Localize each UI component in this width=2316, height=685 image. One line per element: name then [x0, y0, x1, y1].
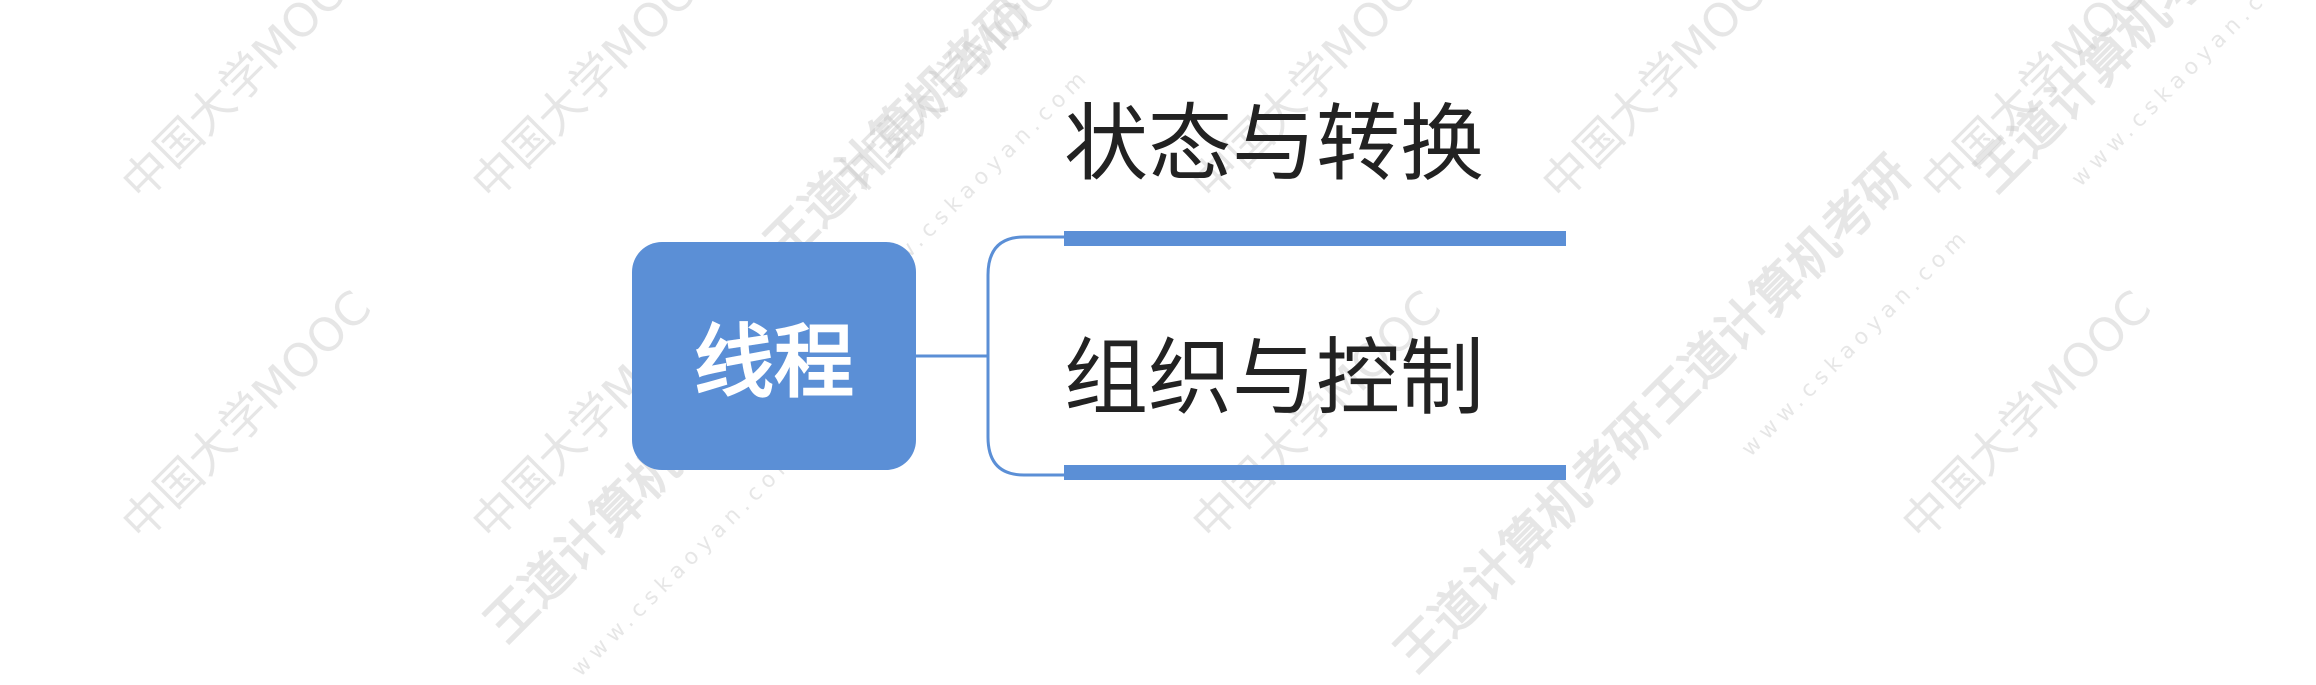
branch-node-organization-control[interactable]: 组织与控制 — [1064, 329, 1485, 427]
mindmap-connectors — [916, 231, 1566, 480]
branch-node-state-transition[interactable]: 状态与转换 — [1064, 95, 1485, 193]
mindmap-root-node[interactable]: 线程 — [632, 242, 916, 470]
branch-underline-0 — [1064, 231, 1566, 246]
mindmap-canvas: 中国大学MOOC 中国大学MOOC 中国大学MOOC 中国大学MOOC 中国大学… — [111, 0, 2305, 683]
branch-underline-1 — [1064, 465, 1566, 480]
root-node-label: 线程 — [694, 316, 854, 409]
branch-bracket — [986, 235, 1064, 477]
